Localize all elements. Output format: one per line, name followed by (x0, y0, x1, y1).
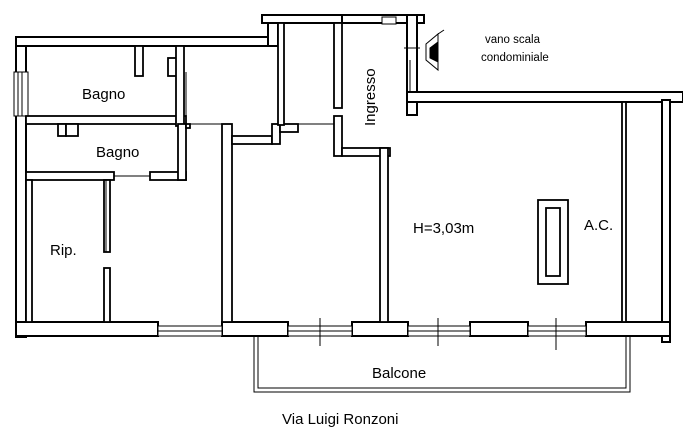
street-label: Via Luigi Ronzoni (282, 411, 398, 428)
wall-top-mid (261, 14, 343, 24)
room-label-height: H=3,03m (413, 220, 474, 237)
windows-bottom (157, 318, 587, 350)
room-label-bathroom-1: Bagno (82, 86, 125, 103)
wall-mid-left (221, 123, 233, 323)
wall-step-right (406, 91, 683, 103)
wall-entrance-left (333, 22, 343, 109)
window-left (13, 71, 29, 117)
room-label-storage: Rip. (50, 242, 77, 259)
interior-walls (25, 22, 627, 323)
wall-bottom-2 (221, 321, 289, 337)
wall-right (661, 99, 671, 343)
wall-bottom-3 (351, 321, 409, 337)
entrance-door-icon (425, 29, 445, 72)
wall-entrance-right (406, 14, 418, 116)
wall-bath2-bottom (25, 171, 115, 181)
room-label-entrance: Ingresso (362, 68, 379, 126)
wall-bath1-bottom (25, 115, 187, 125)
wall-bottom-4 (469, 321, 529, 337)
stairwell-label-line1: vano scala (485, 34, 541, 46)
wall-storage-right (103, 179, 111, 253)
entrance-step (381, 16, 397, 25)
wall-bottom-1 (15, 321, 159, 337)
ac-unit (537, 199, 569, 285)
balcony-outline (253, 336, 631, 393)
wall-top-left (15, 36, 279, 47)
wall-mid-right (333, 115, 343, 157)
room-label-bathroom-2: Bagno (96, 144, 139, 161)
wall-living-left (379, 147, 389, 323)
door-lines (105, 47, 420, 252)
room-label-balcony: Balcone (372, 365, 426, 382)
stairwell-label-line2: condominiale (481, 52, 549, 64)
exterior-walls (15, 14, 683, 343)
wall-bottom-5 (585, 321, 671, 337)
room-label-ac: A.C. (584, 217, 613, 234)
